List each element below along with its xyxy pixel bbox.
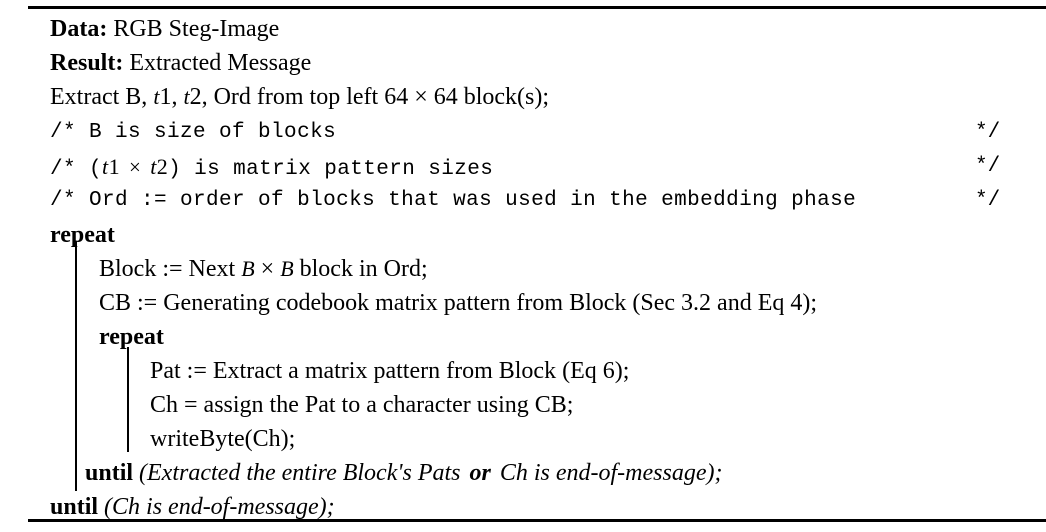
until-inner-condition-a: (Extracted the entire Block's Pats bbox=[139, 460, 461, 486]
comment-2-paren-open: ( bbox=[89, 158, 103, 181]
repeat-inner-keyword: repeat bbox=[99, 324, 164, 350]
comment-2-text: is matrix pattern sizes bbox=[194, 158, 494, 181]
data-label: Data: bbox=[50, 16, 108, 42]
comment-1-body: /* B is size of blocks bbox=[50, 116, 336, 150]
extract-prefix: Extract B, bbox=[50, 84, 148, 110]
until-outer-keyword: until bbox=[50, 494, 99, 520]
nesting-bar-outer bbox=[75, 241, 77, 491]
extract-dim1: 64 bbox=[384, 84, 409, 110]
comment-3-close: */ bbox=[975, 189, 1001, 212]
extract-dim2: 64 bbox=[433, 84, 458, 110]
comment-2-times: × bbox=[128, 155, 142, 179]
algorithm-block-assign-line: Block := Next B × B block in Ord; bbox=[0, 252, 1046, 286]
comment-2-paren-close: ) bbox=[168, 158, 182, 181]
result-value: Extracted Message bbox=[129, 50, 312, 76]
pat-assign-statement: Pat := Extract a matrix pattern from Blo… bbox=[150, 358, 630, 384]
algorithm-extract-line: Extract B, t1, t2, Ord from top left 64 … bbox=[0, 80, 1046, 114]
algorithm-pat-assign-line: Pat := Extract a matrix pattern from Blo… bbox=[0, 354, 1046, 388]
algorithm-data-line: Data: RGB Steg-Image bbox=[0, 12, 1046, 46]
extract-comma: , bbox=[171, 84, 178, 110]
algorithm-until-outer-line: until (Ch is end-of-message); bbox=[0, 490, 1046, 524]
comment-1-open: /* bbox=[50, 121, 77, 144]
result-line-content: Result: Extracted Message bbox=[50, 46, 311, 80]
until-inner-condition-b: Ch is end-of-message); bbox=[499, 460, 723, 486]
comment-2-close: */ bbox=[975, 155, 1001, 178]
comment-3-text: Ord := order of blocks that was used in … bbox=[89, 189, 857, 212]
algorithm-comment-line-3: /* Ord := order of blocks that was used … bbox=[0, 184, 1046, 218]
algorithm-cb-assign-line: CB := Generating codebook matrix pattern… bbox=[0, 286, 1046, 320]
result-label: Result: bbox=[50, 50, 124, 76]
algorithm-result-line: Result: Extracted Message bbox=[0, 46, 1046, 80]
until-inner-or-operator: or bbox=[469, 460, 491, 486]
until-outer-statement: until (Ch is end-of-message); bbox=[50, 490, 335, 524]
algorithm-top-rule bbox=[28, 6, 1046, 9]
algorithm-repeat-inner-line: repeat bbox=[0, 320, 1046, 354]
until-inner-keyword: until bbox=[85, 460, 134, 486]
extract-var-t1-sub: 1 bbox=[159, 84, 172, 110]
extract-var-t2: t bbox=[183, 84, 190, 109]
comment-1-text: B is size of blocks bbox=[89, 121, 337, 144]
algorithm-until-inner-line: until (Extracted the entire Block's Pats… bbox=[0, 456, 1046, 490]
extract-mid: , Ord from top left bbox=[201, 84, 379, 110]
algorithm-write-byte-line: writeByte(Ch); bbox=[0, 422, 1046, 456]
nesting-bar-inner bbox=[127, 347, 129, 452]
comment-2-var-t1: t bbox=[102, 154, 109, 179]
data-value: RGB Steg-Image bbox=[113, 16, 280, 42]
comment-2-var-t2: t bbox=[150, 154, 157, 179]
write-byte-statement: writeByte(Ch); bbox=[150, 426, 296, 452]
comment-3-body: /* Ord := order of blocks that was used … bbox=[50, 184, 856, 218]
algorithm-repeat-outer-line: repeat bbox=[0, 218, 1046, 252]
extract-statement: Extract B, t1, t2, Ord from top left 64 … bbox=[50, 80, 549, 114]
algorithm-ch-assign-line: Ch = assign the Pat to a character using… bbox=[0, 388, 1046, 422]
until-inner-statement: until (Extracted the entire Block's Pats… bbox=[85, 456, 722, 490]
cb-assign-statement: CB := Generating codebook matrix pattern… bbox=[99, 290, 818, 316]
block-times: × bbox=[260, 256, 275, 282]
comment-2-var-t1-sub: 1 bbox=[108, 154, 120, 179]
extract-times: × bbox=[414, 84, 428, 110]
comment-2-open: /* bbox=[50, 158, 77, 181]
block-var-b1: B bbox=[241, 256, 255, 281]
algorithm-comment-line-1: /* B is size of blocks */ bbox=[0, 116, 1046, 150]
algorithm-comment-line-2: /* (t1×t2) is matrix pattern sizes */ bbox=[0, 150, 1046, 184]
ch-assign-statement: Ch = assign the Pat to a character using… bbox=[150, 392, 574, 418]
comment-2-body: /* (t1×t2) is matrix pattern sizes bbox=[50, 150, 493, 187]
algorithm-bottom-rule bbox=[28, 519, 1046, 522]
extract-var-t1: t bbox=[153, 84, 160, 109]
block-assign-suffix: block in Ord; bbox=[299, 256, 428, 282]
comment-3-open: /* bbox=[50, 189, 77, 212]
block-assign-statement: Block := Next B × B block in Ord; bbox=[99, 252, 428, 286]
block-var-b2: B bbox=[280, 256, 294, 281]
comment-2-var-t2-sub: 2 bbox=[156, 154, 169, 179]
block-assign-prefix: Block := Next bbox=[99, 256, 236, 282]
data-line-content: Data: RGB Steg-Image bbox=[50, 12, 279, 46]
extract-suffix: block(s); bbox=[463, 84, 550, 110]
extract-var-t2-sub: 2 bbox=[189, 84, 202, 110]
repeat-outer-keyword: repeat bbox=[50, 222, 115, 248]
until-outer-condition: (Ch is end-of-message); bbox=[104, 494, 335, 520]
comment-1-close: */ bbox=[975, 121, 1001, 144]
